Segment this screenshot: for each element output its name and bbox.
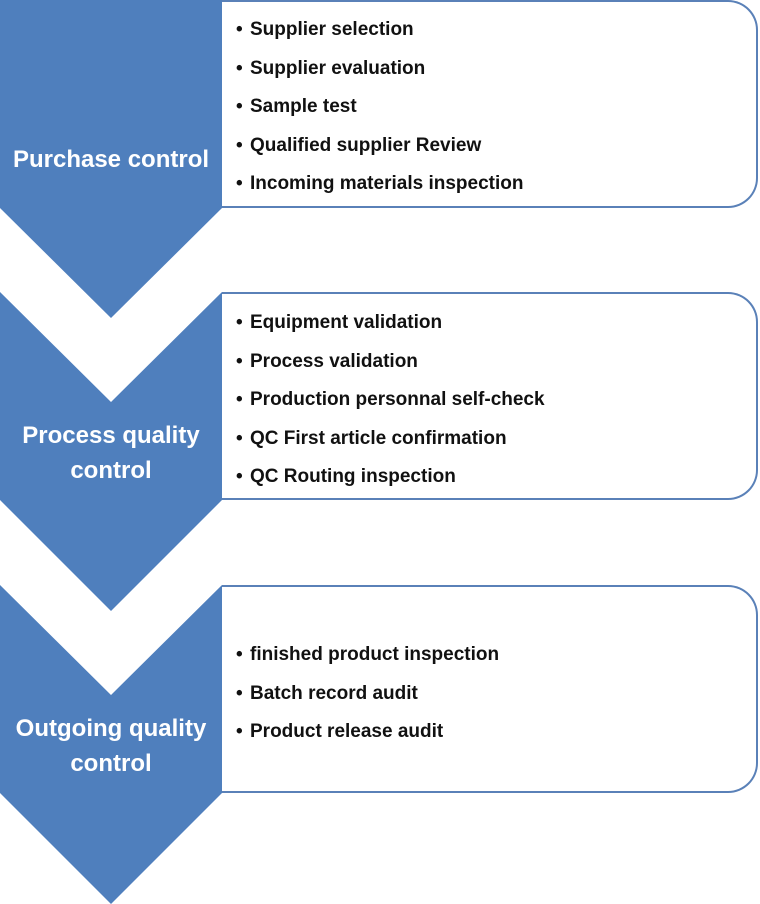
list-item: •Supplier evaluation xyxy=(236,57,426,79)
list-item: •Equipment validation xyxy=(236,312,443,333)
list-item: •Sample test xyxy=(236,96,357,117)
stage-1-list: •Supplier selection •Supplier evaluation… xyxy=(222,11,756,204)
stage-label-outgoing-quality-control: Outgoing quality control xyxy=(0,711,222,781)
stage-1-panel: •Supplier selection •Supplier evaluation… xyxy=(222,0,758,208)
stage-2-label: Process quality control xyxy=(22,422,200,484)
list-item: •Qualified supplier Review xyxy=(236,134,482,156)
chevron-stage-3 xyxy=(0,585,222,904)
list-item: •Incoming materials inspection xyxy=(236,173,524,194)
list-item: •Supplier selection xyxy=(236,19,414,40)
stage-label-purchase-control: Purchase control xyxy=(0,142,222,177)
list-item: •QC First article confirmation xyxy=(236,427,507,449)
stage-label-process-quality-control: Process quality control xyxy=(0,418,222,488)
stage-1-label: Purchase control xyxy=(12,146,210,173)
list-item: •Product release audit xyxy=(236,721,444,742)
stage-3-label: Outgoing quality control xyxy=(15,715,207,777)
list-item: •Process validation xyxy=(236,350,418,372)
chevron-stage-2 xyxy=(0,292,222,611)
stage-3-panel: •finished product inspection •Batch reco… xyxy=(222,585,758,793)
list-item: •Production personnal self-check xyxy=(236,389,545,410)
chevron-stage-1 xyxy=(0,0,222,318)
list-item: •Batch record audit xyxy=(236,682,418,704)
stage-2-panel: •Equipment validation •Process validatio… xyxy=(222,292,758,500)
stage-2-list: •Equipment validation •Process validatio… xyxy=(222,304,756,497)
stage-3-list: •finished product inspection •Batch reco… xyxy=(222,636,756,752)
list-item: •QC Routing inspection xyxy=(236,466,456,487)
list-item: •finished product inspection xyxy=(236,644,500,665)
